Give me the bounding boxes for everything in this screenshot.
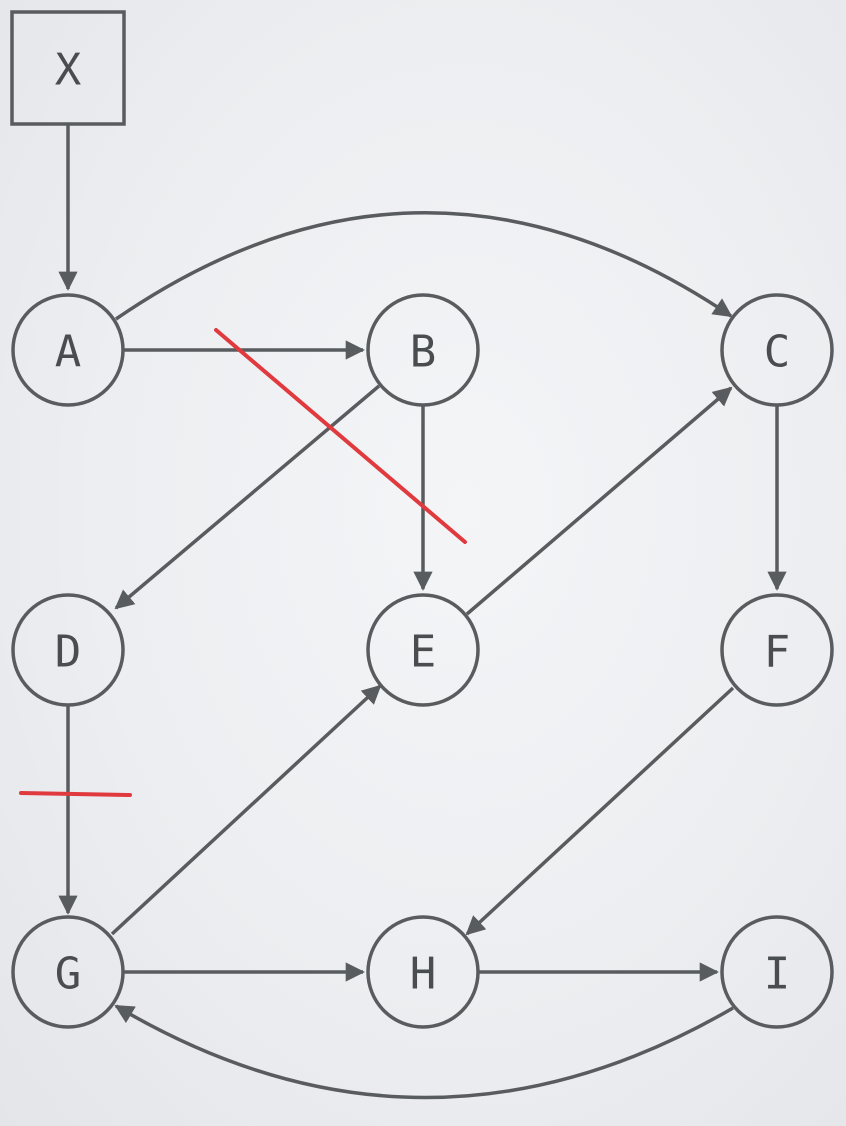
node-e: E — [366, 593, 480, 707]
node-c-label: C — [764, 327, 791, 378]
node-e-label: E — [410, 627, 437, 678]
edge-f-to-h — [465, 686, 735, 936]
cut-mark-d-to-g — [19, 791, 132, 797]
node-x-label: X — [55, 45, 82, 96]
edge-e-to-c — [465, 386, 733, 616]
node-i: I — [720, 915, 834, 1029]
node-c: C — [720, 293, 834, 407]
node-f-label: F — [764, 627, 791, 678]
edge-a-to-c — [115, 211, 733, 321]
cut-line-diagonal — [214, 328, 467, 544]
node-h-label: H — [410, 949, 437, 1000]
nodes: X A B C D E F G — [10, 10, 834, 1029]
node-h: H — [366, 915, 480, 1029]
node-f: F — [720, 593, 834, 707]
node-d-label: D — [55, 627, 82, 678]
edges — [58, 124, 787, 1100]
node-b: B — [366, 293, 480, 407]
edge-g-to-e — [110, 684, 382, 936]
node-d: D — [11, 593, 125, 707]
node-a-label: A — [55, 327, 82, 378]
edge-b-to-d — [114, 384, 381, 610]
node-g: G — [11, 915, 125, 1029]
node-b-label: B — [410, 327, 437, 378]
node-g-label: G — [55, 949, 82, 1000]
node-a: A — [11, 293, 125, 407]
edge-i-to-g — [114, 1004, 734, 1100]
cut-marks — [19, 328, 467, 797]
node-x: X — [10, 10, 126, 126]
node-i-label: I — [764, 949, 791, 1000]
